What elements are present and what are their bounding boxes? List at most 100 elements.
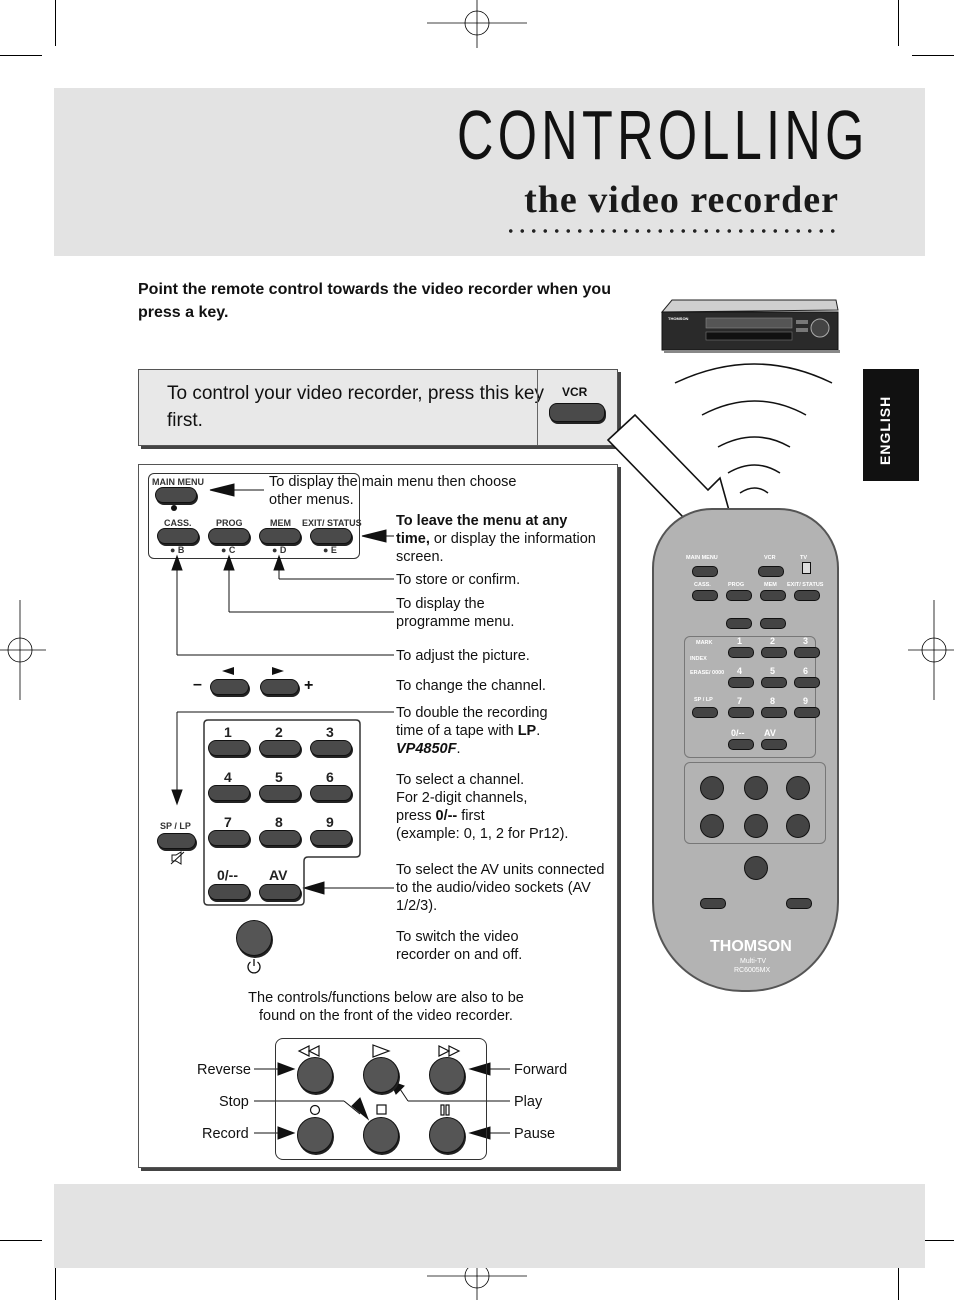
rc-key-4[interactable] [728, 677, 754, 688]
label-play: Play [514, 1094, 543, 1110]
menu-keys-cluster [148, 473, 360, 559]
desc-power: To switch the video recorder on and off. [396, 929, 523, 963]
remote-control: MAIN MENU VCR TV CASS. PROG MEM EXIT/ ST… [652, 508, 839, 992]
rc-tv-indicator [802, 562, 811, 574]
rc-cass-button[interactable] [692, 590, 718, 601]
vcr-key-box: To control your video recorder, press th… [138, 369, 618, 446]
rc-reverse-button[interactable] [700, 776, 724, 800]
exit-status-key[interactable] [310, 528, 352, 544]
rc-prog-button[interactable] [726, 590, 752, 601]
rc-key-2[interactable] [761, 647, 787, 658]
crop-mark [55, 1254, 56, 1300]
rc-forward-button[interactable] [786, 776, 810, 800]
rc-key-8[interactable] [761, 707, 787, 718]
signal-waves-icon [674, 363, 833, 494]
rc-brand: THOMSON [710, 938, 792, 955]
language-tab: ENGLISH [863, 369, 919, 481]
rc-minus-button[interactable] [726, 618, 752, 629]
forward-key[interactable] [429, 1057, 465, 1093]
rc-right-button[interactable] [786, 898, 812, 909]
play-key[interactable] [363, 1057, 399, 1093]
digit-key-6[interactable] [310, 785, 352, 801]
digit-key-5[interactable] [259, 785, 301, 801]
vcr-brand: THOMSON [668, 316, 689, 321]
desc-front-panel: The controls/functions below are also to… [248, 990, 524, 1024]
left-right-arrows-icon [222, 667, 284, 675]
desc-main-menu: To display the main menu then choose oth… [269, 474, 517, 508]
desc-select-channel: To select a channel.For 2-digit channels… [396, 772, 569, 842]
vcr-device-illustration [660, 299, 840, 353]
pause-key[interactable] [429, 1117, 465, 1153]
rc-key-6[interactable] [794, 677, 820, 688]
av-key[interactable] [259, 884, 301, 900]
label-record: Record [202, 1126, 249, 1142]
digit-key-1[interactable] [208, 740, 250, 756]
digit-key-9[interactable] [310, 830, 352, 846]
crop-mark [55, 0, 56, 46]
record-key[interactable] [297, 1117, 333, 1153]
digit-key-8[interactable] [259, 830, 301, 846]
rc-plus-button[interactable] [760, 618, 786, 629]
sp-lp-key[interactable] [157, 833, 196, 849]
channel-minus-key[interactable] [210, 679, 249, 695]
digit-key-7[interactable] [208, 830, 250, 846]
page-subtitle: the video recorder [524, 179, 839, 221]
rc-left-button[interactable] [700, 898, 726, 909]
digit-key-0[interactable] [208, 884, 250, 900]
mem-key[interactable] [259, 528, 301, 544]
rc-key-1[interactable] [728, 647, 754, 658]
leader-lines [171, 483, 510, 1140]
label-pause: Pause [514, 1126, 556, 1142]
reverse-key[interactable] [297, 1057, 333, 1093]
digit-key-2[interactable] [259, 740, 301, 756]
rc-play-button[interactable] [744, 776, 768, 800]
desc-lp: To double the recording time of a tape w… [396, 705, 548, 757]
rc-av-button[interactable] [761, 739, 787, 750]
prog-key[interactable] [208, 528, 250, 544]
crop-mark [898, 0, 899, 46]
rc-vcr-button[interactable] [758, 566, 784, 577]
crop-mark [0, 1240, 42, 1241]
crop-mark [0, 55, 42, 56]
label-forward: Forward [514, 1062, 568, 1078]
rc-stop-button[interactable] [744, 814, 768, 838]
digit-key-4[interactable] [208, 785, 250, 801]
rc-main-menu-button[interactable] [692, 566, 718, 577]
label-reverse: Reverse [197, 1062, 251, 1078]
stop-key[interactable] [363, 1117, 399, 1153]
desc-picture: To adjust the picture. [396, 648, 530, 664]
power-icon [247, 959, 261, 974]
dotted-rule [505, 228, 840, 234]
registration-mark-left [0, 600, 46, 700]
rc-power-button[interactable] [744, 856, 768, 880]
rc-key-7[interactable] [728, 707, 754, 718]
rc-key-5[interactable] [761, 677, 787, 688]
power-key[interactable] [236, 920, 272, 956]
rc-key-9[interactable] [794, 707, 820, 718]
rc-key-0[interactable] [728, 739, 754, 750]
crop-mark [912, 55, 954, 56]
vcr-key-button[interactable] [549, 403, 605, 422]
desc-av: To select the AV units connected to the … [396, 862, 605, 914]
rc-exit-button[interactable] [794, 590, 820, 601]
registration-mark-right [908, 600, 954, 700]
transport-cluster [275, 1038, 487, 1160]
rc-mem-button[interactable] [760, 590, 786, 601]
rc-record-button[interactable] [700, 814, 724, 838]
rc-splp-button[interactable] [692, 707, 718, 718]
rc-model: RC6005MX [734, 967, 771, 974]
rc-key-3[interactable] [794, 647, 820, 658]
label-stop: Stop [219, 1094, 249, 1110]
desc-channel: To change the channel. [396, 678, 546, 694]
channel-plus-key[interactable] [260, 679, 299, 695]
vcr-key-instruction: To control your video recorder, press th… [167, 383, 545, 431]
cass-key[interactable] [157, 528, 199, 544]
desc-store: To store or confirm. [396, 572, 521, 588]
rc-pause-button[interactable] [786, 814, 810, 838]
footer-band [54, 1184, 925, 1268]
desc-programme: To display the programme menu. [396, 596, 515, 630]
transport-symbols [297, 1044, 461, 1116]
digit-key-3[interactable] [310, 740, 352, 756]
main-menu-key[interactable] [155, 487, 197, 503]
crop-mark [912, 1240, 954, 1241]
